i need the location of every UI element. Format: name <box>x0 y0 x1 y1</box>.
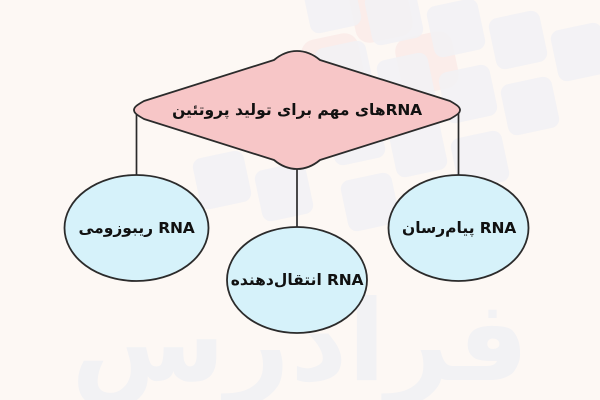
leaf-node-shape-rrna[interactable] <box>63 174 210 282</box>
connector-group <box>135 109 460 228</box>
root-node-shape[interactable] <box>133 50 461 170</box>
leaf-node-shape-mrna[interactable] <box>387 174 530 282</box>
leaf-node-shape-trna[interactable] <box>226 226 368 334</box>
